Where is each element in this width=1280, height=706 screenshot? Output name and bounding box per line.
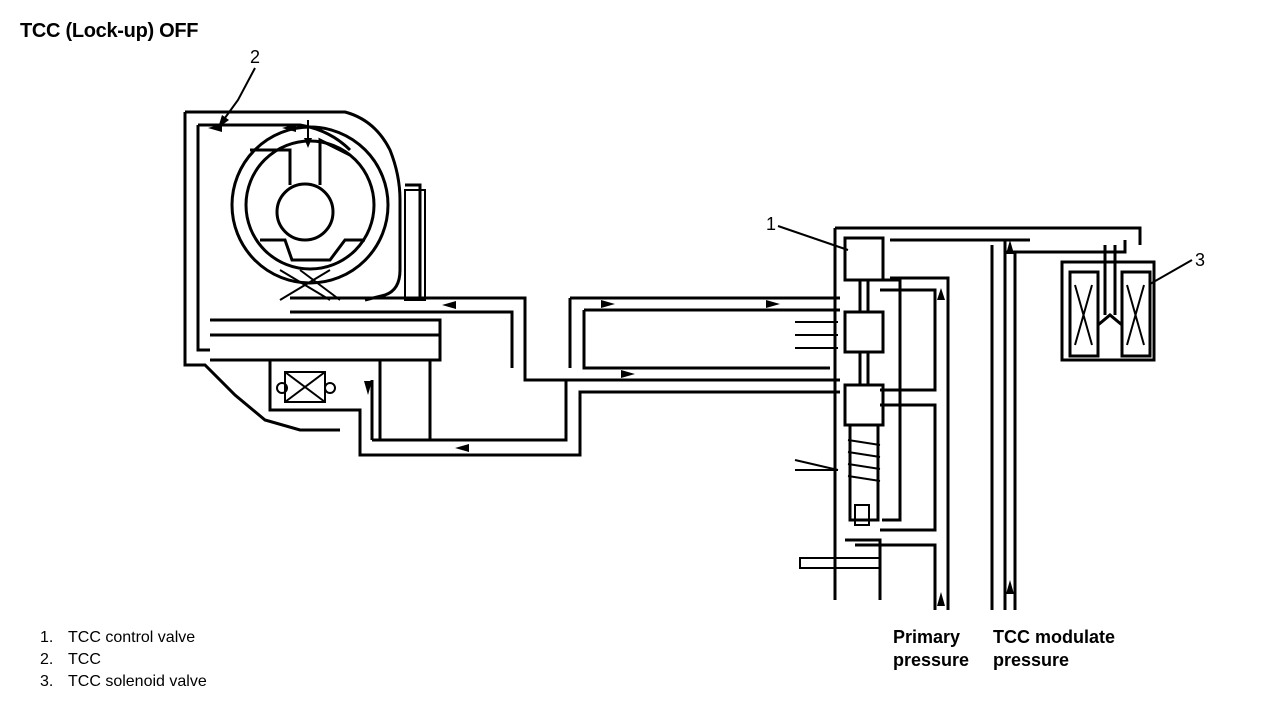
input-shaft [210, 318, 442, 442]
legend-number: 3. [40, 673, 54, 690]
legend-label: TCC [68, 651, 101, 668]
legend-item: 1. TCC control valve [40, 627, 207, 649]
legend-item: 3. TCC solenoid valve [40, 671, 207, 693]
callout-leaders [218, 67, 1193, 285]
legend-item: 2. TCC [40, 649, 207, 671]
primary-pressure-line1: Primary [893, 627, 961, 647]
fluid-passages [290, 296, 840, 457]
primary-pressure-label: Primary pressure [893, 626, 969, 672]
callout-2: 2 [250, 47, 261, 67]
diagram-title: TCC (Lock-up) OFF [20, 20, 199, 42]
tcc-modulate-line2: pressure [993, 650, 1070, 670]
legend-label: TCC solenoid valve [68, 673, 207, 690]
tcc-solenoid-valve [1060, 245, 1156, 362]
tcc-modulate-pressure-label: TCC modulate pressure [993, 626, 1115, 672]
legend-number: 1. [40, 629, 54, 646]
torque-converter [183, 110, 426, 432]
legend: 1. TCC control valve 2. TCC 3. TCC solen… [40, 627, 207, 693]
tcc-modulate-line1: TCC modulate [993, 627, 1116, 647]
legend-number: 2. [40, 651, 54, 668]
primary-pressure-line2: pressure [893, 650, 970, 670]
callout-1: 1 [766, 214, 777, 234]
tcc-control-valve [794, 226, 1142, 600]
pressure-lines [855, 240, 1127, 610]
callout-3: 3 [1195, 250, 1206, 270]
flow-arrows-converter [208, 120, 312, 148]
legend-label: TCC control valve [68, 629, 196, 646]
